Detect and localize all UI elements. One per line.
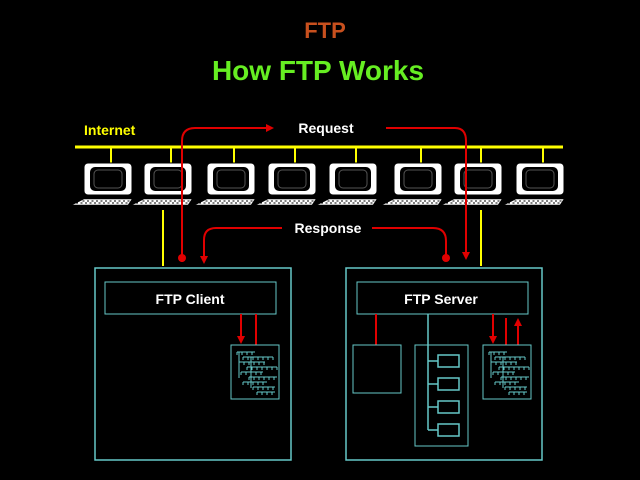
server-directory-box <box>414 344 469 447</box>
response-arrow-right <box>372 227 447 256</box>
ftp-client-host: FTP Client <box>94 267 292 461</box>
computer-icon <box>316 147 378 206</box>
computer-icon <box>381 147 443 206</box>
internet-label: Internet <box>84 122 136 138</box>
computer-icon <box>255 147 317 206</box>
server-file-tree-icon <box>488 351 530 395</box>
computer-row <box>71 147 565 206</box>
directory-entry <box>437 423 460 437</box>
computer-icon <box>503 147 565 206</box>
client-label: FTP Client <box>156 291 225 307</box>
client-host-frame <box>94 267 292 461</box>
slide-topic: FTP <box>304 18 346 43</box>
directory-entry <box>437 377 460 391</box>
request-arrow-right <box>386 127 470 260</box>
client-process-box <box>104 281 277 315</box>
response-label: Response <box>295 220 362 236</box>
response-arrow-left <box>200 227 282 264</box>
computer-icon <box>71 147 133 206</box>
computer-icon <box>194 147 256 206</box>
request-label: Request <box>298 120 354 136</box>
server-control-box <box>352 344 402 394</box>
client-file-tree-icon <box>236 351 278 395</box>
slide-title: How FTP Works <box>212 55 424 86</box>
request-arrow-left <box>181 124 274 262</box>
directory-entry <box>437 354 460 368</box>
client-filesystem-box <box>230 344 280 400</box>
computer-icon <box>131 147 193 206</box>
computer-icon <box>441 147 503 206</box>
server-filesystem-box <box>482 344 532 400</box>
request-flow: Request <box>178 120 470 262</box>
server-process-box <box>356 281 529 315</box>
server-host-frame <box>345 267 543 461</box>
response-flow: Response <box>200 220 450 264</box>
ftp-server-host: FTP Server <box>345 267 543 461</box>
response-origin-dot <box>442 254 450 262</box>
server-label: FTP Server <box>404 291 478 307</box>
server-directory-tree <box>427 345 460 437</box>
directory-entry <box>437 400 460 414</box>
request-origin-dot <box>178 254 186 262</box>
